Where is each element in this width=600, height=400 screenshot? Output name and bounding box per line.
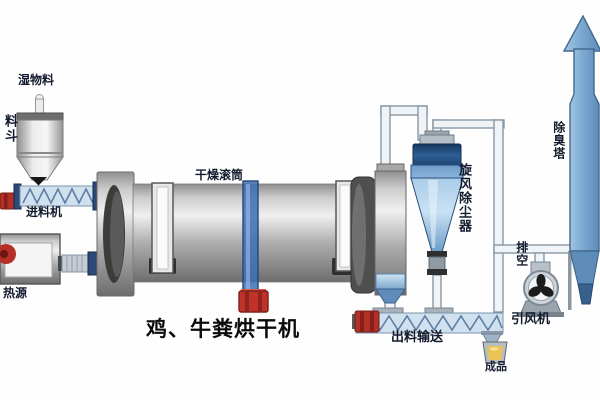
cyclone-airlock (428, 256, 446, 271)
label-hopper: 料斗 (2, 114, 18, 144)
cyclone-separator (410, 130, 464, 275)
discharge-chamber (374, 163, 407, 304)
hopper-inlet-cap (34, 94, 45, 100)
induced-draft-fan (518, 261, 564, 317)
stand-base (238, 290, 269, 313)
riding-ring-left-face (156, 186, 169, 270)
label-cyclone: 旋风除尘器 (456, 163, 472, 233)
stand-base-stripe2 (258, 291, 262, 312)
conveyor-motor-stripe1 (360, 311, 364, 332)
hot-air-duct (61, 254, 90, 273)
hopper-inlet-pipe (35, 97, 44, 116)
label-discharge-conveyor: 出料输送 (391, 329, 444, 344)
cyclone-airlock-flange-top (427, 251, 447, 257)
chamber-material-window (375, 273, 406, 291)
tower-bottom-tip (577, 283, 594, 305)
cyclone-airlock-flange-bottom (427, 269, 447, 275)
riding-ring-right-face (339, 184, 351, 268)
label-heat-source: 热源 (3, 286, 28, 300)
tower-bottom-cone (569, 250, 600, 285)
drum-outlet-riser-pipe (380, 105, 391, 169)
duct-ribs (66, 255, 83, 272)
flame-icon-core (0, 250, 8, 258)
tower-arrow-top (562, 14, 600, 52)
fan-base-plate (518, 312, 564, 317)
deodorizing-tower (562, 14, 600, 305)
label-product: 成品 (485, 361, 507, 373)
product-material-sheen (490, 347, 498, 351)
page-title: 鸡、牛粪烘干机 (146, 318, 300, 341)
cyclone-top-cylinder (412, 143, 462, 167)
duct-connector (58, 256, 63, 271)
stand-highlight (246, 184, 250, 294)
discharge-screw-conveyor (352, 307, 504, 346)
feeder-screw-pattern (22, 187, 94, 205)
label-tower: 除臭塔 (551, 121, 566, 160)
heat-source-furnace (0, 233, 100, 285)
cyclone-cone-highlight (428, 180, 438, 248)
conveyor-motor-stripe2 (370, 311, 374, 332)
feeder-motor-stripe (4, 193, 8, 209)
product-container (482, 341, 508, 364)
feed-head-opening-inner (110, 191, 124, 277)
product-funnel-flange (481, 331, 503, 335)
fan-to-tower-pipe (493, 244, 573, 254)
cyclone-to-fan-pipe-horizontal (432, 119, 505, 129)
conveyor-screw-pattern (361, 314, 503, 332)
hopper-rim (16, 112, 64, 121)
label-drying-drum: 干燥滚筒 (195, 168, 244, 182)
tower-body (569, 48, 600, 252)
stand-column (242, 180, 259, 298)
hopper-cone (16, 156, 64, 181)
drum-support-stand (238, 180, 269, 313)
gas-duct-pipes (380, 105, 573, 316)
drying-drum (96, 171, 377, 297)
stand-base-stripe1 (245, 291, 249, 312)
label-fan: 引风机 (511, 311, 551, 326)
label-feeder: 进料机 (26, 205, 63, 219)
hopper-body (16, 119, 64, 158)
label-wet-material: 湿物料 (18, 73, 55, 87)
fan-blades-icon (528, 274, 554, 297)
label-vent: 排空 (514, 241, 529, 267)
feed-hopper (16, 94, 64, 194)
conveyor-motor (354, 310, 380, 333)
downcomer-pipe (493, 119, 504, 313)
tower-support-leg (568, 251, 572, 310)
drum-end-cap-highlight (352, 184, 366, 286)
chamber-hopper-cone (375, 288, 406, 304)
